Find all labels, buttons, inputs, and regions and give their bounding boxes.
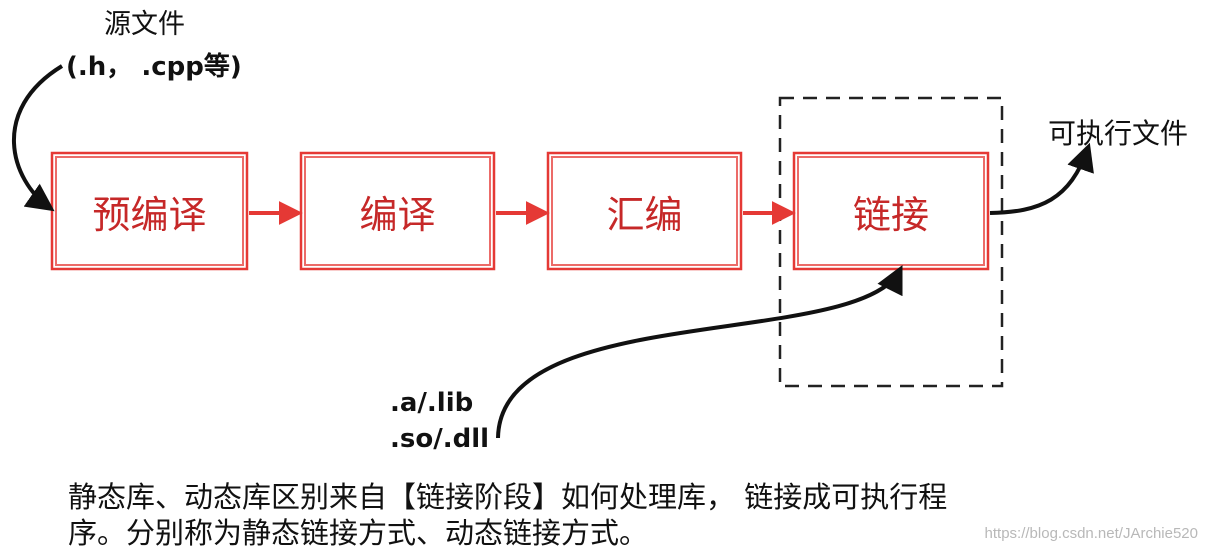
static-library-label: .a/.lib: [390, 388, 474, 418]
stage-label-link: 链接: [852, 192, 929, 237]
stage-label-compile: 编译: [359, 192, 436, 237]
arrow-source-to-precompile: [11, 64, 64, 212]
source-file-label: 源文件: [104, 9, 185, 40]
watermark: https://blog.csdn.net/JArchie520: [984, 525, 1198, 542]
link-stage-boundary: [778, 96, 1004, 388]
explanation-line-2: 序。分别称为静态链接方式、动态链接方式。: [68, 516, 649, 550]
stage-label-precompile: 预编译: [92, 192, 207, 237]
executable-file-label: 可执行文件: [1048, 117, 1189, 150]
arrow-link-to-executable: [989, 142, 1094, 215]
explanation-line-1: 静态库、动态库区别来自【链接阶段】如何处理库， 链接成可执行程: [68, 480, 948, 514]
dynamic-library-label: .so/.dll: [390, 424, 490, 454]
source-extensions-label: (.h， .cpp等): [66, 52, 242, 82]
arrow-library-to-link: [496, 265, 903, 439]
stage-label-assemble: 汇编: [606, 192, 683, 237]
